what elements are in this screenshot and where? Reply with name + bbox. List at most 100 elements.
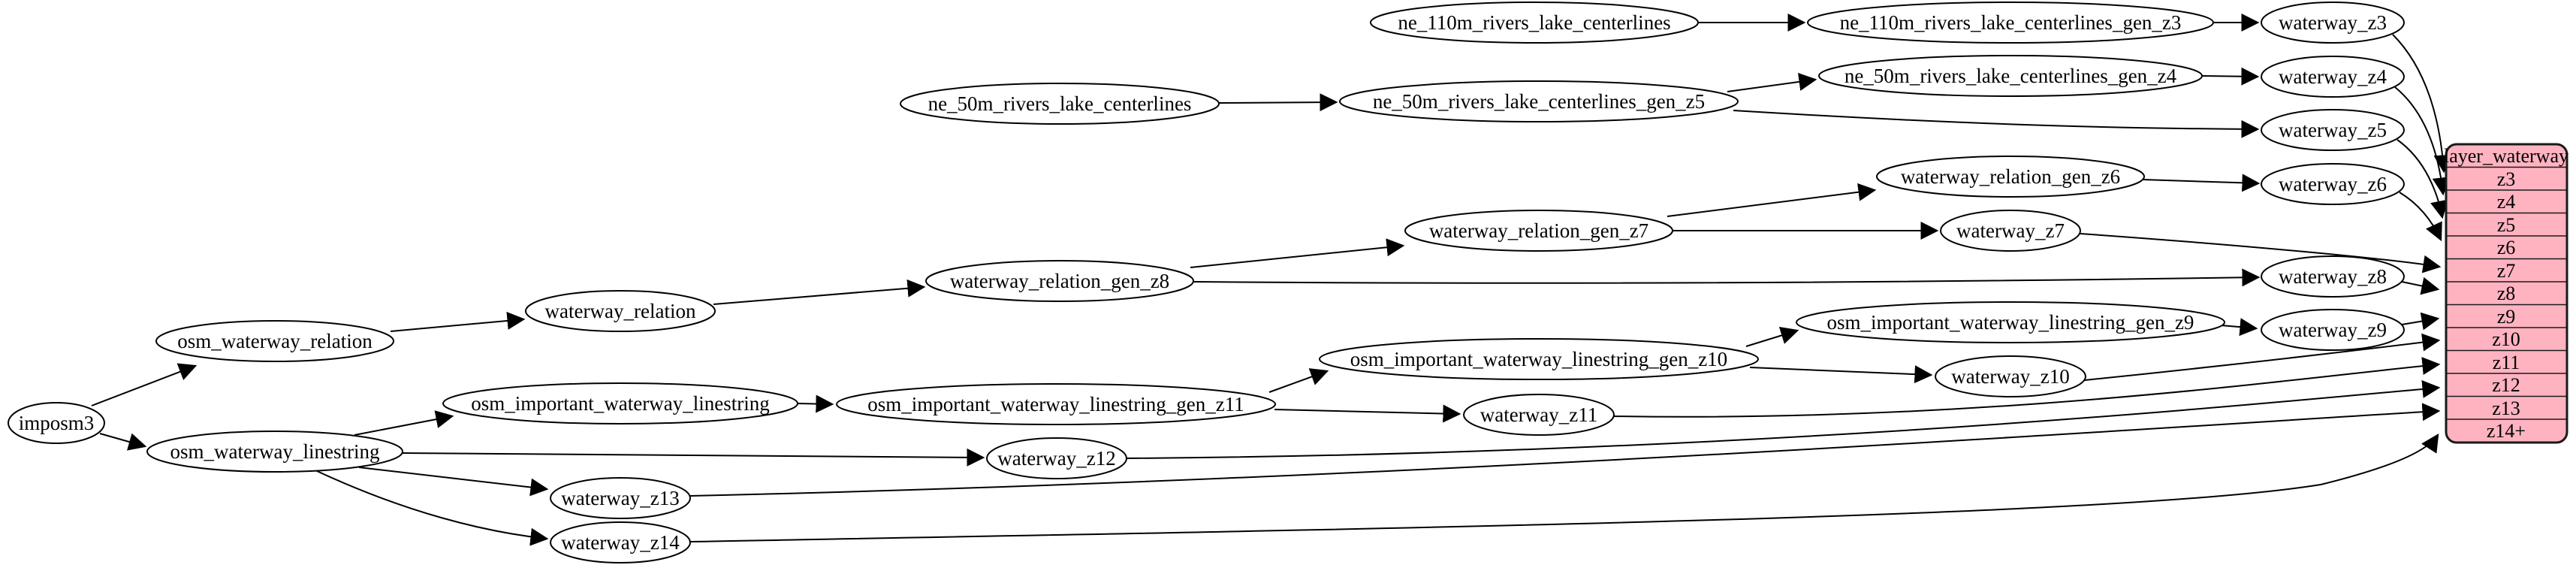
node-ellipse (2261, 163, 2405, 205)
node-ellipse (1319, 338, 1759, 380)
edge-oiwl_gen_z11-oiwl_gen_z10 (1268, 368, 1329, 393)
node-ellipse (442, 382, 798, 425)
table-row-z12: z12 (2492, 374, 2520, 396)
edge-waterway_z5-row_z5 (2397, 139, 2448, 219)
table-row-z5: z5 (2497, 214, 2516, 236)
node-label: waterway_z12 (997, 447, 1115, 470)
node-label: osm_waterway_linestring (170, 440, 380, 463)
edge-osm_waterway_linestring-waterway_z13 (358, 467, 549, 497)
edge-waterway_relation_gen_z7-waterway_relation_gen_z6 (1667, 183, 1877, 217)
node-label: waterway_z11 (1480, 403, 1597, 426)
edge-osm_waterway_relation-waterway_relation (390, 311, 526, 332)
node-label: ne_50m_rivers_lake_centerlines_gen_z5 (1373, 90, 1705, 113)
edge-waterway_z8-row_z8 (2401, 276, 2440, 295)
edge-waterway_z3-row_z3 (2392, 34, 2452, 174)
edge-oiwl_gen_z10-waterway_z10 (1749, 365, 1933, 384)
edges-layer (91, 14, 2452, 546)
node-label: waterway_z14 (561, 531, 680, 554)
node-label: ne_110m_rivers_lake_centerlines (1398, 11, 1670, 34)
node-waterway_z13: waterway_z13 (550, 477, 691, 519)
edge-waterway_relation_gen_z8-waterway_relation_gen_z7 (1190, 238, 1405, 268)
edge-oiwl_gen_z9-waterway_z9 (2220, 318, 2258, 337)
node-waterway_z6: waterway_z6 (2261, 163, 2405, 205)
table-row-z9: z9 (2497, 306, 2516, 328)
node-waterway_z7: waterway_z7 (1940, 210, 2081, 252)
node-osm_waterway_linestring: osm_waterway_linestring (146, 431, 403, 473)
node-label: ne_50m_rivers_lake_centerlines_gen_z4 (1845, 65, 2177, 87)
node-ellipse (2261, 2, 2405, 44)
edge-waterway_z7-row_z7 (2080, 233, 2442, 273)
table-row-z13: z13 (2492, 397, 2520, 419)
edge-imposm3-osm_waterway_relation (91, 363, 198, 406)
node-label: waterway_relation_gen_z8 (950, 270, 1169, 292)
node-label: waterway_z8 (2279, 265, 2387, 288)
edge-waterway_relation_gen_z8-waterway_z8 (1193, 268, 2261, 287)
node-ellipse (986, 437, 1127, 479)
edge-waterway_z11-row_z11 (1613, 357, 2441, 418)
edge-waterway_z12-row_z12 (1126, 379, 2441, 459)
node-ellipse (925, 260, 1194, 302)
node-ellipse (836, 383, 1276, 425)
node-ne_110m_rivers_lake_centerlines: ne_110m_rivers_lake_centerlines (1370, 2, 1699, 44)
edge-imposm3-osm_waterway_linestring (99, 433, 147, 451)
edge-osm_waterway_linestring-waterway_z12 (402, 448, 985, 467)
node-label: waterway_relation_gen_z7 (1429, 219, 1648, 242)
edge-ne_50m_gen_z4-waterway_z4 (2201, 67, 2260, 86)
node-label: osm_important_waterway_linestring_gen_z9 (1827, 311, 2194, 334)
node-waterway_relation_gen_z7: waterway_relation_gen_z7 (1404, 210, 1673, 252)
node-osm_important_waterway_linestring_gen_z10: osm_important_waterway_linestring_gen_z1… (1319, 338, 1759, 380)
table-layer-waterway: layer_waterway z3 z4 z5 z6 z7 z8 z9 z10 … (2444, 143, 2568, 444)
node-label: waterway_z6 (2279, 173, 2387, 195)
node-ellipse (1935, 355, 2086, 397)
node-label: ne_110m_rivers_lake_centerlines_gen_z3 (1840, 11, 2182, 34)
node-label: osm_waterway_relation (177, 330, 373, 352)
node-ellipse (525, 290, 716, 332)
node-waterway_relation_gen_z6: waterway_relation_gen_z6 (1876, 156, 2145, 198)
node-ellipse (1404, 210, 1673, 252)
node-label: waterway_z7 (1956, 219, 2065, 242)
edge-ne_50m_rivers_lake_centerlines-gen_z5 (1218, 93, 1338, 112)
node-ellipse (8, 402, 105, 444)
edge-osm_waterway_linestring-waterway_z14 (315, 470, 549, 546)
node-waterway_z12: waterway_z12 (986, 437, 1127, 479)
edge-waterway_z4-row_z4 (2394, 86, 2451, 196)
node-ne_50m_rivers_lake_centerlines_gen_z5: ne_50m_rivers_lake_centerlines_gen_z5 (1339, 80, 1739, 122)
node-label: waterway_relation_gen_z6 (1901, 165, 2120, 188)
node-ne_50m_rivers_lake_centerlines_gen_z4: ne_50m_rivers_lake_centerlines_gen_z4 (1818, 55, 2203, 97)
table-row-z14plus: z14+ (2487, 420, 2526, 442)
node-label: waterway_z9 (2279, 319, 2387, 341)
node-label: waterway_z5 (2279, 119, 2387, 141)
node-ellipse (1818, 55, 2203, 97)
node-label: waterway_z3 (2279, 11, 2387, 34)
node-waterway_z9: waterway_z9 (2261, 309, 2405, 351)
node-ellipse (1876, 156, 2145, 198)
nodes-layer: imposm3 osm_waterway_relation osm_waterw… (8, 2, 2405, 563)
node-waterway_z5: waterway_z5 (2261, 109, 2405, 151)
node-osm_important_waterway_linestring_gen_z11: osm_important_waterway_linestring_gen_z1… (836, 383, 1276, 425)
node-label: osm_important_waterway_linestring_gen_z1… (1350, 348, 1727, 370)
edge-waterway_z14-row_z14p (689, 433, 2439, 542)
edge-osm_important_waterway_linestring-gen_z11 (797, 394, 834, 413)
edge-osm_waterway_linestring-osm_important_waterway_linestring (354, 410, 454, 436)
table-row-z3: z3 (2497, 168, 2516, 190)
table-row-z4: z4 (2497, 191, 2516, 213)
table-title: layer_waterway (2444, 145, 2568, 167)
node-ellipse (2261, 109, 2405, 151)
edge-oiwl_gen_z11-waterway_z11 (1274, 404, 1461, 423)
edge-ne_50m_gen_z5-ne_50m_gen_z4 (1727, 73, 1817, 92)
node-ellipse (900, 83, 1220, 125)
node-waterway_z14: waterway_z14 (550, 521, 691, 563)
edge-waterway_z9-row_z9 (2401, 312, 2440, 331)
node-ellipse (1940, 210, 2081, 252)
node-waterway_relation_gen_z8: waterway_relation_gen_z8 (925, 260, 1194, 302)
node-label: waterway_relation (545, 300, 696, 322)
edge-waterway_relation_gen_z6-waterway_z6 (2142, 174, 2261, 192)
edge-oiwl_gen_z10-oiwl_gen_z9 (1745, 326, 1799, 347)
node-label: osm_important_waterway_linestring (471, 392, 769, 415)
edge-waterway_z10-row_z10 (2084, 333, 2441, 381)
edge-ne_50m_gen_z5-waterway_z5 (1733, 110, 2260, 138)
node-waterway_z8: waterway_z8 (2261, 255, 2405, 298)
node-label: imposm3 (19, 412, 95, 434)
edge-waterway_z6-row_z6 (2399, 192, 2442, 242)
